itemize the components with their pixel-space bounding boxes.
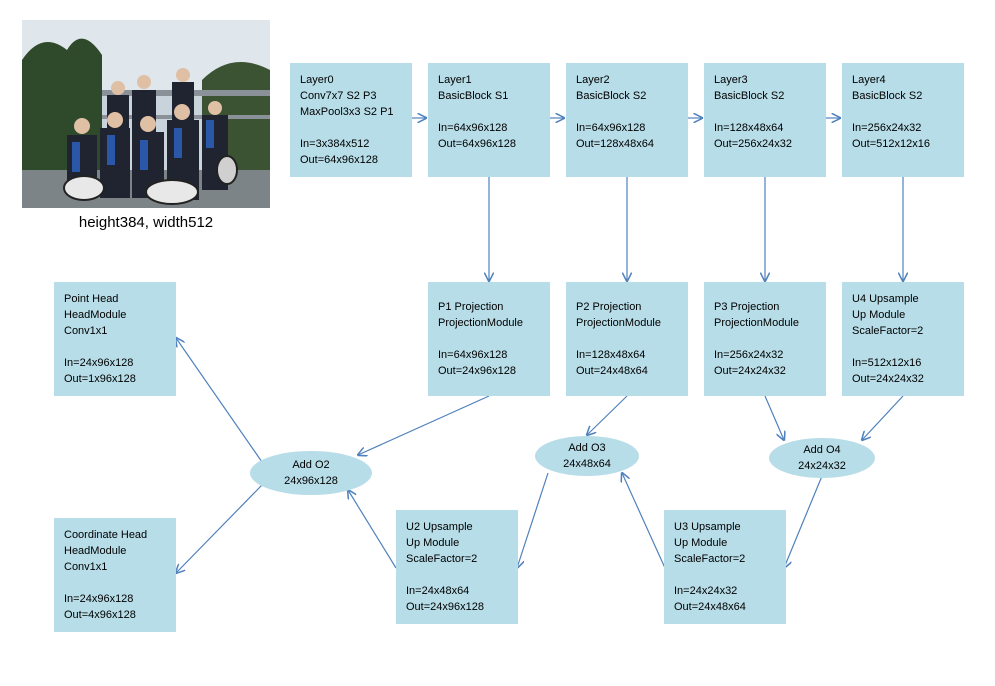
p1-projection-box: P1 Projection ProjectionModule In=64x96x…	[428, 282, 550, 396]
p2-out: Out=24x48x64	[576, 365, 648, 377]
u3-title: U3 Upsample	[674, 521, 741, 533]
layer2-in: In=64x96x128	[576, 122, 646, 134]
p3-out: Out=24x24x32	[714, 365, 786, 377]
layer1-title: Layer1	[438, 74, 472, 86]
p3-module: ProjectionModule	[714, 317, 799, 329]
layer0-box: Layer0 Conv7x7 S2 P3 MaxPool3x3 S2 P1 In…	[290, 63, 412, 177]
u2-upsample-box: U2 Upsample Up Module ScaleFactor=2 In=2…	[396, 510, 518, 624]
u2-scale: ScaleFactor=2	[406, 553, 478, 565]
layer4-box: Layer4 BasicBlock S2 In=256x24x32 Out=51…	[842, 63, 964, 177]
arrow-addo4-u3	[784, 475, 823, 568]
layer4-title: Layer4	[852, 74, 886, 86]
p2-module: ProjectionModule	[576, 317, 661, 329]
arrow-u2-addo2	[348, 490, 397, 569]
u2-out: Out=24x96x128	[406, 601, 484, 613]
p2-projection-box: P2 Projection ProjectionModule In=128x48…	[566, 282, 688, 396]
layer1-block: BasicBlock S1	[438, 90, 509, 102]
point-head-in: In=24x96x128	[64, 357, 134, 369]
u2-in: In=24x48x64	[406, 585, 470, 597]
layer0-title: Layer0	[300, 74, 334, 86]
layer0-out: Out=64x96x128	[300, 154, 378, 166]
p3-in: In=256x24x32	[714, 349, 784, 361]
u4-title: U4 Upsample	[852, 293, 919, 305]
image-size-caption: height384, width512	[78, 214, 214, 231]
point-head-conv: Conv1x1	[64, 325, 108, 337]
u3-scale: ScaleFactor=2	[674, 553, 746, 565]
add-o3-label: Add O3	[568, 442, 606, 454]
layer3-in: In=128x48x64	[714, 122, 784, 134]
p1-module: ProjectionModule	[438, 317, 523, 329]
add-o2-node: Add O2 24x96x128	[250, 451, 372, 495]
add-o2-label: Add O2	[292, 459, 330, 471]
u2-module: Up Module	[406, 537, 460, 549]
add-o4-label: Add O4	[803, 444, 841, 456]
layer2-out: Out=128x48x64	[576, 138, 654, 150]
arrow-addo3-u2	[517, 472, 549, 568]
p1-out: Out=24x96x128	[438, 365, 516, 377]
point-head-out: Out=1x96x128	[64, 373, 136, 385]
u3-upsample-box: U3 Upsample Up Module ScaleFactor=2 In=2…	[664, 510, 786, 624]
layer3-block: BasicBlock S2	[714, 90, 785, 102]
layer0-in: In=3x384x512	[300, 138, 370, 150]
p1-in: In=64x96x128	[438, 349, 508, 361]
layer2-box: Layer2 BasicBlock S2 In=64x96x128 Out=12…	[566, 63, 688, 177]
p3-projection-box: P3 Projection ProjectionModule In=256x24…	[704, 282, 826, 396]
layer4-block: BasicBlock S2	[852, 90, 923, 102]
p2-in: In=128x48x64	[576, 349, 646, 361]
layer3-title: Layer3	[714, 74, 748, 86]
p3-title: P3 Projection	[714, 301, 780, 313]
arrow-u3-addo3	[622, 473, 666, 569]
u4-in: In=512x12x16	[852, 357, 922, 369]
input-photo	[22, 20, 270, 208]
layer0-conv: Conv7x7 S2 P3	[300, 90, 377, 102]
u4-module: Up Module	[852, 309, 906, 321]
u4-scale: ScaleFactor=2	[852, 325, 924, 337]
u3-in: In=24x24x32	[674, 585, 738, 597]
coord-head-in: In=24x96x128	[64, 593, 134, 605]
p2-title: P2 Projection	[576, 301, 642, 313]
p1-title: P1 Projection	[438, 301, 504, 313]
layer3-box: Layer3 BasicBlock S2 In=128x48x64 Out=25…	[704, 63, 826, 177]
u4-out: Out=24x24x32	[852, 373, 924, 385]
add-o4-node: Add O4 24x24x32	[769, 438, 875, 478]
arrow-u4-addo4	[862, 395, 904, 440]
point-head-title: Point Head	[64, 293, 119, 305]
add-o3-node: Add O3 24x48x64	[535, 436, 639, 476]
coord-head-conv: Conv1x1	[64, 561, 108, 573]
point-head-box: Point Head HeadModule Conv1x1 In=24x96x1…	[54, 282, 176, 396]
arrow-addo2-pointhead	[176, 338, 263, 463]
add-o4-shape: 24x24x32	[798, 460, 846, 472]
coord-head-out: Out=4x96x128	[64, 609, 136, 621]
arrow-p2-addo3	[587, 395, 628, 435]
arrow-p3-addo4	[764, 395, 784, 440]
layer0-maxpool: MaxPool3x3 S2 P1	[300, 106, 394, 118]
layer1-out: Out=64x96x128	[438, 138, 516, 150]
u2-title: U2 Upsample	[406, 521, 473, 533]
point-head-module: HeadModule	[64, 309, 127, 321]
arrow-addo2-coordhead	[176, 484, 263, 573]
coord-head-title: Coordinate Head	[64, 529, 148, 541]
layer4-in: In=256x24x32	[852, 122, 922, 134]
u3-module: Up Module	[674, 537, 728, 549]
layer2-block: BasicBlock S2	[576, 90, 647, 102]
layer4-out: Out=512x12x16	[852, 138, 930, 150]
layer3-out: Out=256x24x32	[714, 138, 792, 150]
layer1-box: Layer1 BasicBlock S1 In=64x96x128 Out=64…	[428, 63, 550, 177]
coordinate-head-box: Coordinate Head HeadModule Conv1x1 In=24…	[54, 518, 176, 632]
u3-out: Out=24x48x64	[674, 601, 746, 613]
add-o3-shape: 24x48x64	[563, 458, 611, 470]
add-o2-shape: 24x96x128	[284, 475, 338, 487]
layer2-title: Layer2	[576, 74, 610, 86]
layer1-in: In=64x96x128	[438, 122, 508, 134]
arrow-p1-addo2	[358, 395, 490, 455]
coord-head-module: HeadModule	[64, 545, 127, 557]
u4-upsample-box: U4 Upsample Up Module ScaleFactor=2 In=5…	[842, 282, 964, 396]
